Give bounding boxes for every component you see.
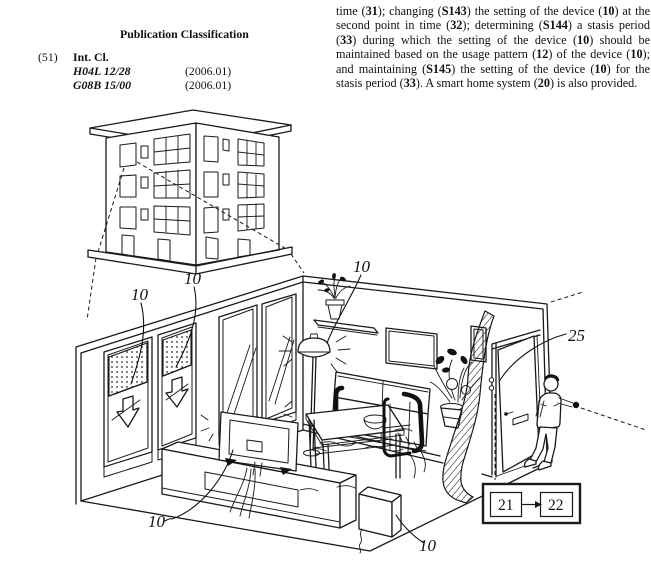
projection-lines xyxy=(86,161,584,321)
ref-label-10-tv: 10 xyxy=(148,512,166,531)
glass-door-1 xyxy=(218,304,258,446)
int-cl-version-2: (2006.01) xyxy=(185,78,232,92)
reference-labels: 10 10 10 10 10 25 xyxy=(130,257,585,555)
person xyxy=(523,374,580,471)
door-sensor xyxy=(488,377,495,383)
ref-label-10-blind-1: 10 xyxy=(131,285,149,304)
int-cl-item-number: (51) xyxy=(38,50,58,64)
wall-shelf xyxy=(313,319,379,336)
ref-label-10-lamp: 10 xyxy=(353,257,371,276)
living-room xyxy=(75,273,647,554)
abstract-paragraph: time (31); changing (S143) the setting o… xyxy=(336,4,650,91)
int-cl-code-1: H04L 12/28 xyxy=(73,64,131,78)
glass-door-2 xyxy=(261,293,297,432)
wall-cutaway-tear xyxy=(442,310,495,504)
block-label-21: 21 xyxy=(498,497,514,514)
speaker xyxy=(358,486,402,554)
side-table-frame xyxy=(382,397,412,458)
tv xyxy=(218,411,299,519)
coffee-table xyxy=(305,404,405,493)
window-blind-2 xyxy=(157,322,197,461)
shelf-plant xyxy=(317,273,351,320)
apartment-building xyxy=(87,109,293,275)
block-diagram: 21 22 xyxy=(481,482,582,525)
block-label-22: 22 xyxy=(548,497,564,514)
window-blind-1 xyxy=(103,336,153,478)
int-cl-label: Int. Cl. xyxy=(73,50,109,64)
handheld-device xyxy=(572,401,580,409)
publication-classification-heading: Publication Classification xyxy=(120,27,249,41)
ref-label-10-blind-2: 10 xyxy=(184,269,202,288)
int-cl-code-2: G08B 15/00 xyxy=(73,78,132,92)
int-cl-version-1: (2006.01) xyxy=(185,64,232,78)
floor-wrinkles xyxy=(299,428,426,492)
ref-label-25-sensor: 25 xyxy=(568,326,585,345)
picture-frame-large xyxy=(385,327,438,370)
ref-label-10-speaker: 10 xyxy=(419,536,437,555)
